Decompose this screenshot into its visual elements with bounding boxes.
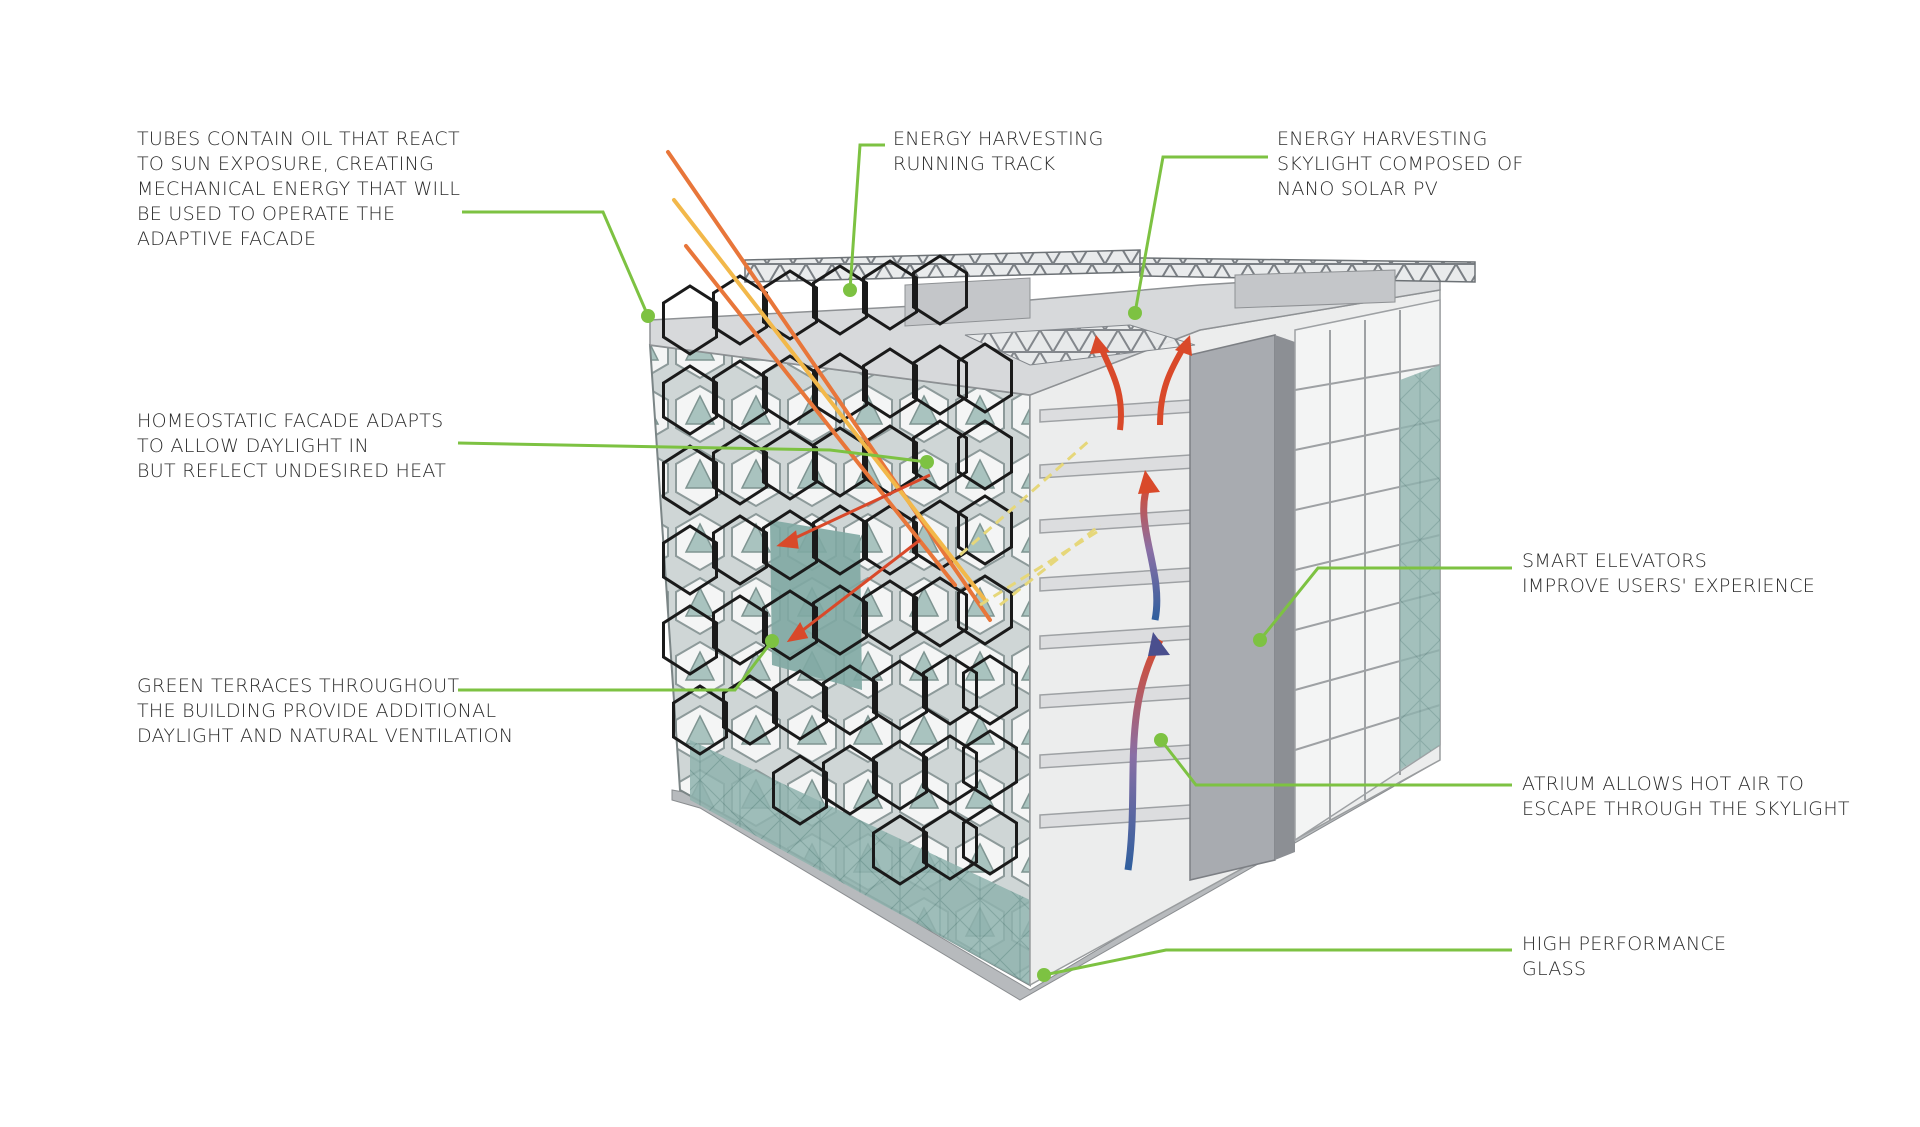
skylight-exhaust-arrow-2: [1157, 343, 1188, 426]
tube-hexagon: [672, 684, 728, 756]
skylight-arrow-head-1: [1090, 335, 1110, 354]
solar-skylight: [964, 324, 1196, 366]
tube-hexagon: [772, 669, 828, 741]
running-track-truss: [744, 249, 1141, 283]
tube-hexagon: [722, 674, 778, 746]
tube-hexagon: [922, 809, 978, 881]
leader-atrium-dot: [1154, 733, 1168, 747]
tube-hexagon: [862, 579, 918, 651]
tube-hexagon: [712, 594, 768, 666]
tube-hexagon: [662, 284, 718, 356]
tube-hexagon: [662, 444, 718, 516]
tube-hexagon: [922, 734, 978, 806]
tube-hexagon: [712, 434, 768, 506]
tube-hexagon: [662, 524, 718, 596]
tube-hexagon: [957, 342, 1013, 414]
tube-hexagon: [957, 574, 1013, 646]
atrium-airflow-arrow-upper: [1140, 478, 1161, 621]
annotation-tubes: TUBES CONTAIN OIL THAT REACT TO SUN EXPO…: [137, 128, 461, 250]
daylight-arrows: [959, 438, 1101, 607]
leader-tubes-dot: [641, 309, 655, 323]
tube-hexagon: [662, 364, 718, 436]
leader-elevators-dot: [1253, 633, 1267, 647]
leader-terraces: [458, 640, 774, 692]
tube-hexagon: [962, 729, 1018, 801]
leader-tubes: [462, 210, 650, 317]
green-terrace-opening: [770, 520, 862, 690]
tube-hexagon: [912, 419, 968, 491]
tube-hexagon: [862, 347, 918, 419]
leader-glass: [1043, 948, 1512, 977]
leader-glass-dot: [1037, 968, 1051, 982]
tube-hexagon: [812, 504, 868, 576]
leader-lines: [457, 143, 1512, 982]
annotation-high-performance-glass: HIGH PERFORMANCE GLASS: [1522, 933, 1727, 980]
tube-hexagon: [862, 504, 918, 576]
tube-hexagon: [962, 654, 1018, 726]
tube-hexagon: [912, 344, 968, 416]
leader-homeostatic: [457, 441, 928, 464]
tube-hexagon: [872, 659, 928, 731]
atrium-airflow-arrow-main: [1124, 638, 1164, 871]
elevator-core: [1189, 334, 1276, 881]
tube-hexagon: [772, 754, 828, 826]
tube-hexagon: [812, 264, 868, 336]
tube-hexagon: [822, 744, 878, 816]
tube-hexagon: [812, 352, 868, 424]
rooftop-unit-right: [1234, 269, 1396, 309]
annotation-green-terraces: GREEN TERRACES THROUGHOUT THE BUILDING P…: [137, 675, 514, 747]
tube-hexagon: [962, 804, 1018, 876]
leader-skylight-dot: [1128, 306, 1142, 320]
reflected-heat-arrows: [776, 473, 931, 643]
annotation-skylight: ENERGY HARVESTING SKYLIGHT COMPOSED OF N…: [1277, 128, 1524, 200]
atrium-arrow-head-cool: [1148, 632, 1170, 656]
annotation-homeostatic-facade: HOMEOSTATIC FACADE ADAPTS TO ALLOW DAYLI…: [137, 410, 447, 482]
leader-atrium: [1159, 739, 1512, 787]
tube-hexagon: [712, 359, 768, 431]
leader-terraces-dot: [765, 634, 779, 648]
tube-hexagon: [912, 576, 968, 648]
tube-hexagon: [822, 664, 878, 736]
annotation-atrium: ATRIUM ALLOWS HOT AIR TO ESCAPE THROUGH …: [1522, 773, 1850, 820]
leader-running-track: [848, 143, 885, 291]
elevator-core-side: [1275, 335, 1295, 860]
sun-rays: [666, 150, 992, 622]
tube-hexagon: [812, 584, 868, 656]
tube-hexagon: [957, 494, 1013, 566]
tube-hexagon: [712, 514, 768, 586]
leader-running-track-dot: [843, 283, 857, 297]
tube-hexagon: [872, 814, 928, 886]
tube-hexagon: [862, 259, 918, 331]
leader-elevators: [1258, 566, 1512, 641]
tube-hexagon: [872, 739, 928, 811]
tube-hexagon: [662, 604, 718, 676]
annotation-running-track: ENERGY HARVESTING RUNNING TRACK: [893, 128, 1104, 175]
tube-hexagon: [957, 419, 1013, 491]
leader-skylight: [1133, 155, 1268, 314]
tube-hexagon: [912, 254, 968, 326]
tube-hexagon: [762, 354, 818, 426]
leader-homeostatic-dot: [920, 455, 934, 469]
tube-hexagon: [922, 654, 978, 726]
skylight-arrow-head-2: [1175, 335, 1192, 356]
annotation-smart-elevators: SMART ELEVATORS IMPROVE USERS' EXPERIENC…: [1522, 550, 1816, 597]
tube-hexagon: [762, 589, 818, 661]
atrium-arrow-head-1: [1138, 470, 1160, 494]
